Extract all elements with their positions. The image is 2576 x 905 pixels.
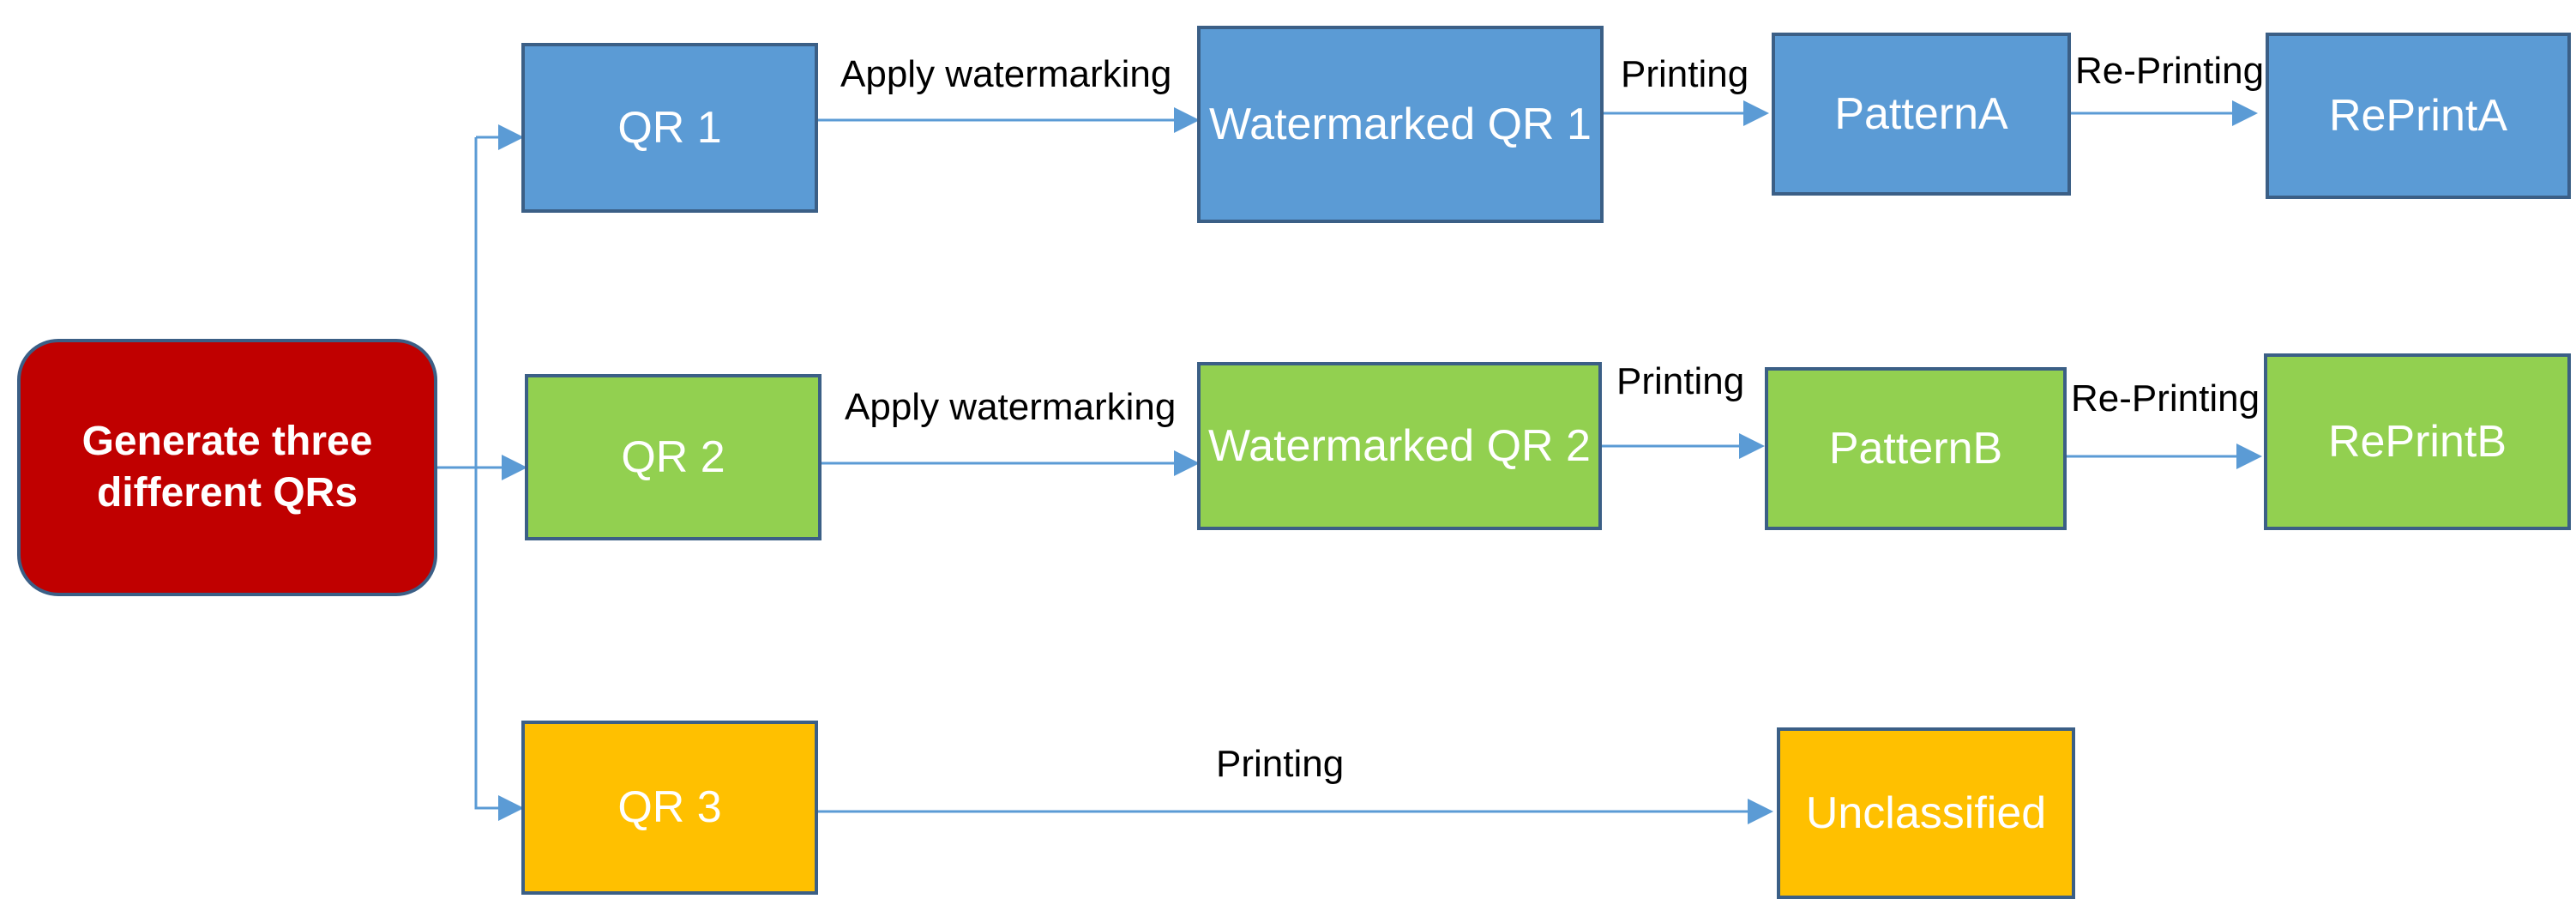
edge-label-qr1-wm1: Apply watermarking [840, 53, 1172, 95]
generate-qrs-node: Generate three different QRs [17, 339, 437, 596]
edge-label-patternb-reprintb: Re-Printing [2071, 377, 2260, 419]
unclassified-node: Unclassified [1777, 727, 2075, 899]
edge-label-qr3-unclassified: Printing [1216, 743, 1345, 785]
qr2-node: QR 2 [525, 374, 822, 540]
watermarked-qr1-node: Watermarked QR 1 [1197, 26, 1604, 223]
watermarked-qr2-node: Watermarked QR 2 [1197, 362, 1602, 530]
patternb-node: PatternB [1765, 367, 2067, 530]
edge-label-wm2-patternb: Printing [1616, 360, 1745, 402]
patterna-node: PatternA [1772, 33, 2071, 196]
edge-label-patterna-reprinta: Re-Printing [2075, 50, 2265, 92]
edge-label-qr2-wm2: Apply watermarking [845, 386, 1177, 428]
edge-generate-branch [437, 137, 478, 469]
reprinta-node: RePrintA [2266, 33, 2571, 199]
qr1-node: QR 1 [521, 43, 818, 213]
qr3-node: QR 3 [521, 721, 818, 895]
reprintb-node: RePrintB [2264, 353, 2571, 530]
edge-generate-qr3 [474, 468, 524, 821]
edge-label-wm1-patterna: Printing [1621, 53, 1749, 95]
